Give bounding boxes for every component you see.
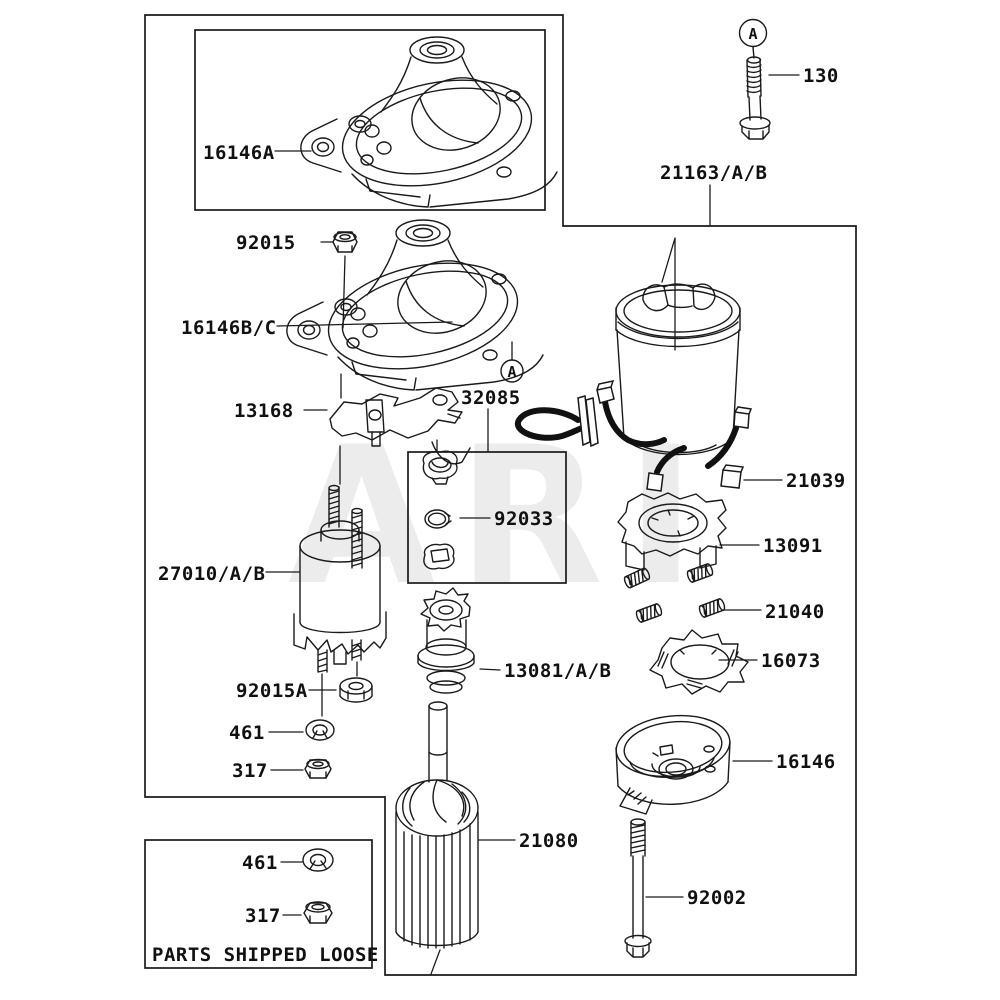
label-92015[interactable]: 92015: [236, 232, 296, 254]
brush-plate-16073-drawing: [649, 629, 749, 695]
label-16146[interactable]: 16146: [776, 751, 836, 773]
callout-a-housing: [500, 341, 524, 383]
housing-16146BC-drawing: [286, 219, 544, 465]
label-92033[interactable]: 92033: [494, 508, 554, 530]
nut-92015A-drawing: [339, 677, 373, 703]
label-21080[interactable]: 21080: [519, 830, 579, 852]
label-92015A[interactable]: 92015A: [236, 680, 308, 702]
label-13091[interactable]: 13091: [763, 535, 823, 557]
housing-16146A-drawing: [300, 36, 558, 208]
lever-13168-drawing: [329, 387, 463, 447]
label-16146A[interactable]: 16146A: [203, 142, 275, 164]
armature-pointer-slash: [430, 949, 441, 975]
label-27010[interactable]: 27010/A/B: [158, 563, 265, 585]
leader-lines: [265, 74, 800, 916]
label-21039[interactable]: 21039: [786, 470, 846, 492]
loose-nut-317-drawing: [303, 901, 333, 924]
label-21163[interactable]: 21163/A/B: [660, 162, 767, 184]
grommet-kit-box: [407, 451, 567, 584]
diagram-frame-outline: [144, 14, 857, 976]
grommet-kit-contents-drawing: [422, 450, 458, 570]
callout-a-top-letter: A: [748, 25, 757, 43]
snap-ring-92033-drawing: [424, 509, 450, 529]
nut-92015-align-line: [342, 255, 346, 329]
label-loose-461[interactable]: 461: [242, 852, 278, 874]
end-cap-16146-drawing: [615, 714, 731, 815]
label-130[interactable]: 130: [803, 65, 839, 87]
pinion-13081-drawing: [417, 587, 475, 694]
callout-a-housing-letter: A: [507, 363, 516, 381]
brush-holder-13091-drawing: [617, 492, 727, 571]
parts-shipped-loose-title: PARTS SHIPPED LOOSE: [152, 944, 379, 966]
armature-21080-drawing: [395, 701, 479, 949]
label-32085[interactable]: 32085: [461, 387, 521, 409]
bolt-130-drawing: [738, 18, 771, 140]
parts-shipped-loose-box: [144, 839, 373, 969]
label-461[interactable]: 461: [229, 722, 265, 744]
solenoid-27010-drawing: [293, 484, 387, 673]
label-16146BC[interactable]: 16146B/C: [181, 317, 277, 339]
nut-317-drawing: [304, 758, 332, 779]
label-21040[interactable]: 21040: [765, 601, 825, 623]
label-13081[interactable]: 13081/A/B: [504, 660, 611, 682]
label-92002[interactable]: 92002: [687, 887, 747, 909]
housing-inset-box: [194, 29, 546, 211]
loose-washer-461-drawing: [302, 848, 334, 872]
label-16073[interactable]: 16073: [761, 650, 821, 672]
lead-wire-21039-drawing: [515, 379, 753, 492]
washer-461-drawing: [305, 719, 335, 741]
label-13168[interactable]: 13168: [234, 400, 294, 422]
label-317[interactable]: 317: [232, 760, 268, 782]
label-loose-317[interactable]: 317: [245, 905, 281, 927]
through-bolt-92002-drawing: [624, 818, 652, 958]
nut-92015-drawing: [332, 231, 358, 253]
